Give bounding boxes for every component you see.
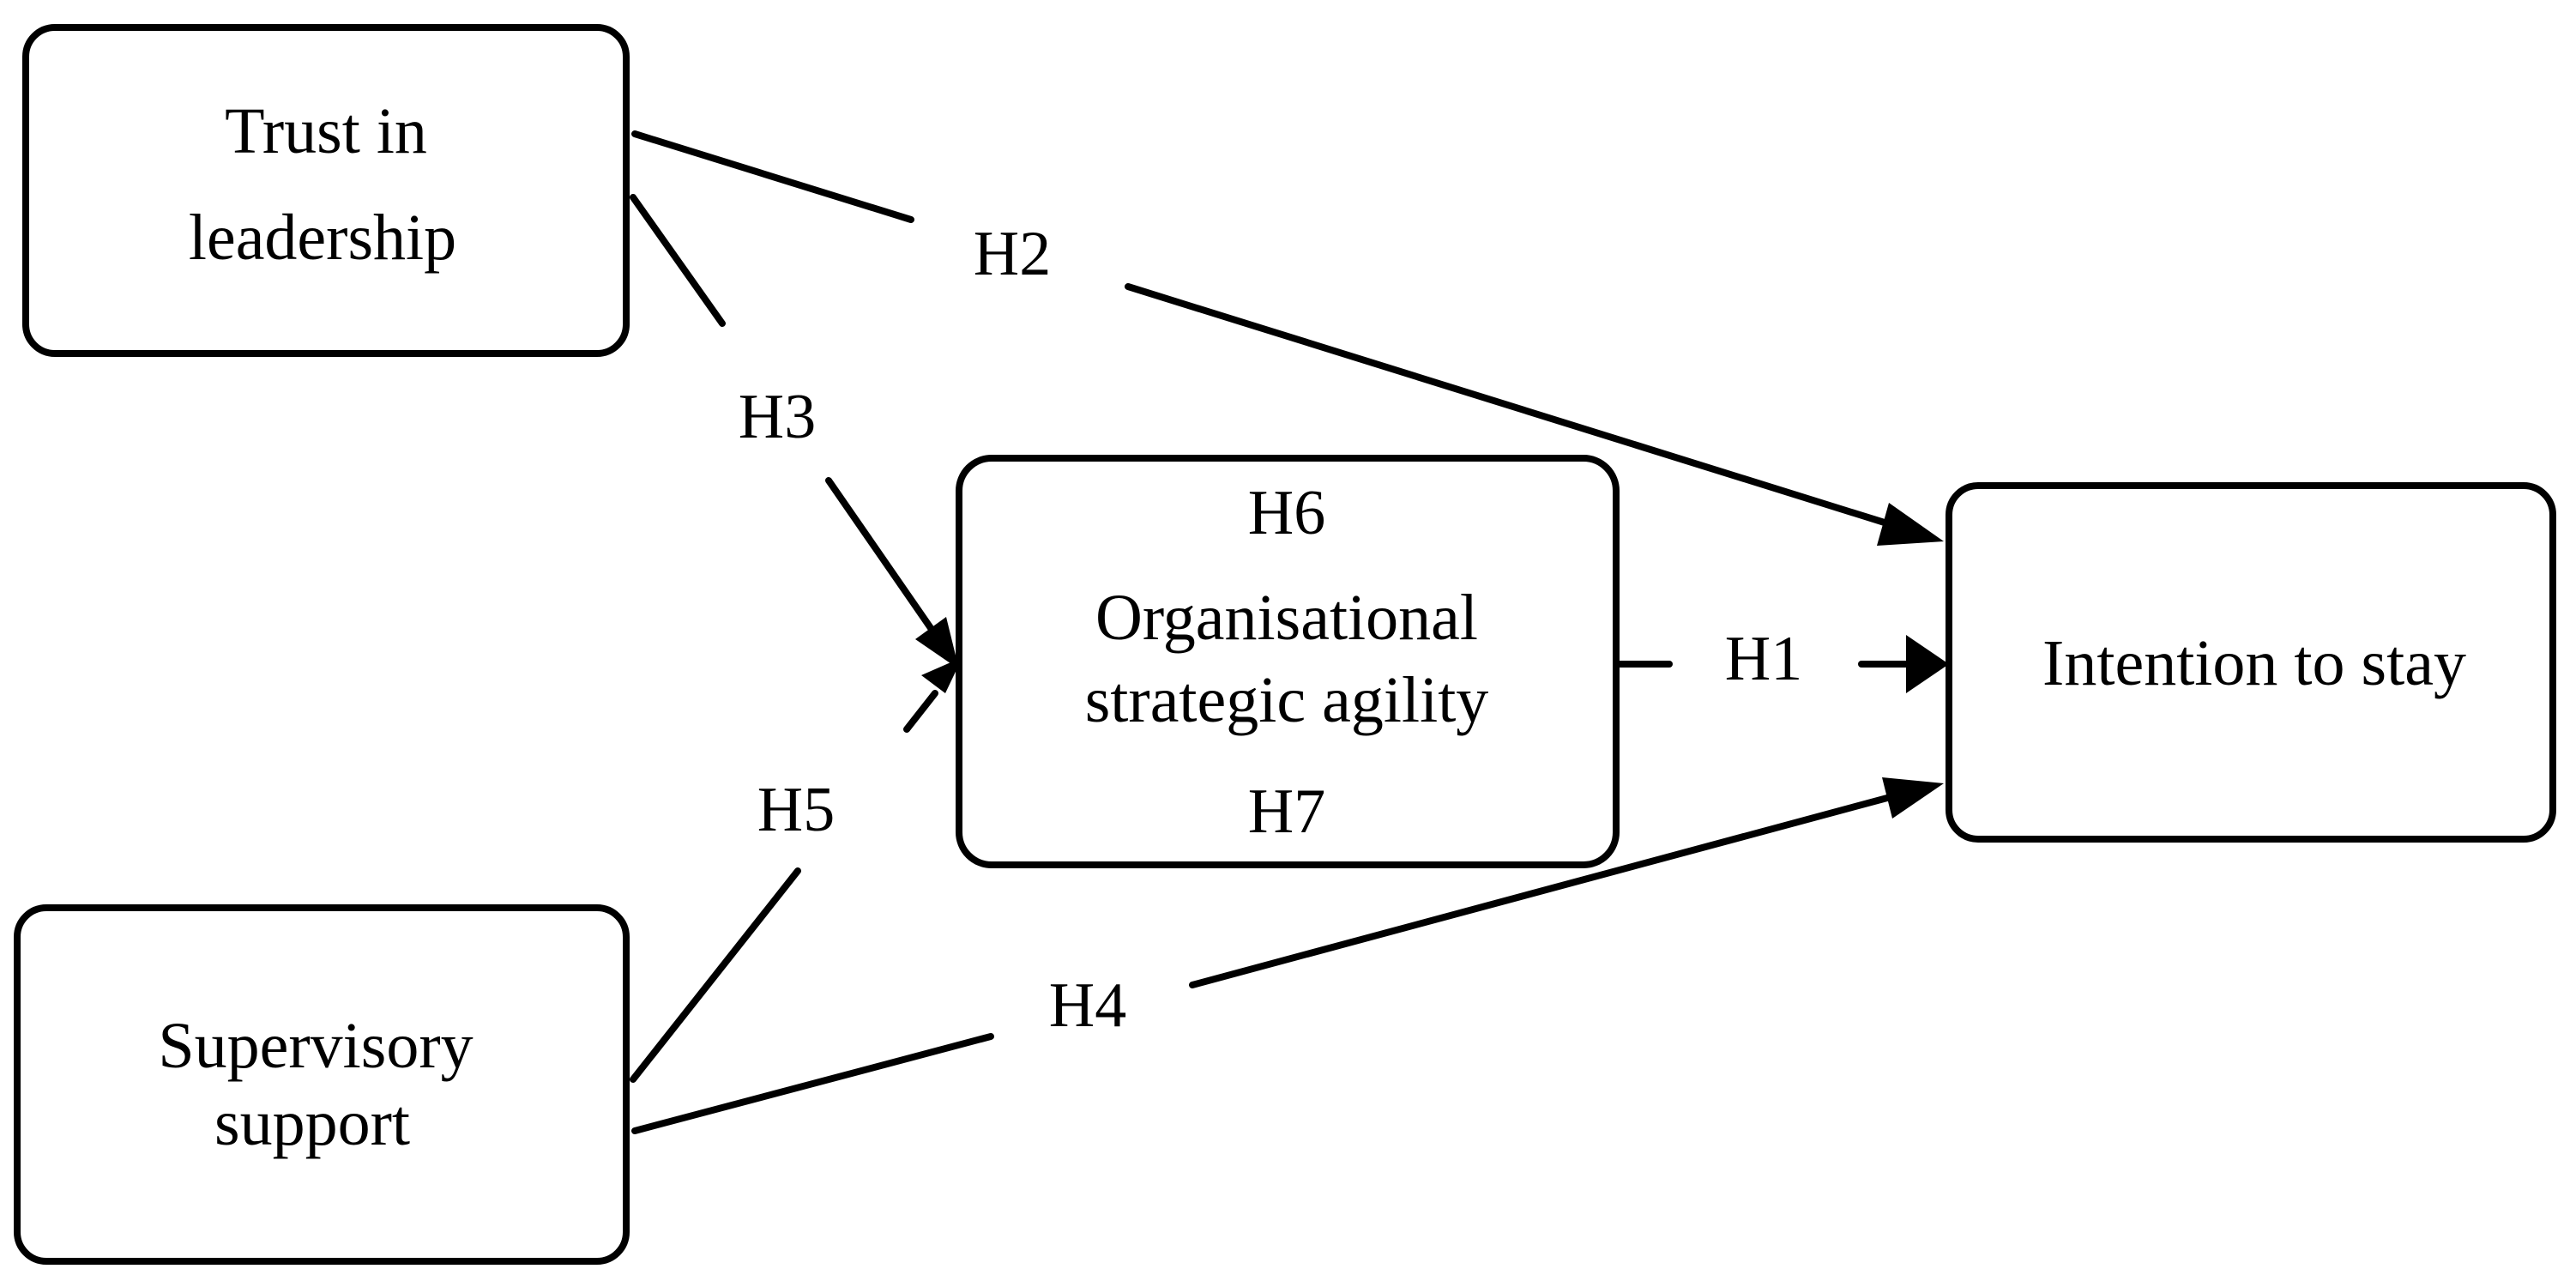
- hypothesis-label-h6: H6: [1248, 478, 1325, 548]
- edge-h3-segment-a: [630, 194, 726, 327]
- node-organisational-strategic-agility-label-line-1: Organisational: [1095, 582, 1478, 654]
- node-supervisory-support: Supervisory support: [14, 904, 630, 1265]
- node-trust-in-leadership: Trust in leadership: [22, 24, 630, 357]
- edge-h2-arrowhead: [1877, 503, 1944, 546]
- hypothesis-label-h3: H3: [739, 382, 816, 452]
- node-organisational-strategic-agility-box: [956, 455, 1620, 868]
- edge-h4-arrowhead: [1882, 777, 1944, 819]
- edge-h1-arrowhead: [1906, 635, 1949, 693]
- edge-h4-segment-a: [631, 1033, 994, 1134]
- hypothesis-label-h7: H7: [1248, 776, 1325, 847]
- node-organisational-strategic-agility: Organisational strategic agility: [956, 455, 1620, 868]
- node-supervisory-support-box: [14, 904, 630, 1265]
- hypothesis-label-h5: H5: [757, 775, 835, 845]
- node-intention-to-stay-label: Intention to stay: [2042, 627, 2466, 699]
- node-trust-in-leadership-label-line-2: leadership: [189, 202, 456, 274]
- edge-h5-arrowhead: [921, 657, 962, 693]
- hypothesis-label-h4: H4: [1049, 970, 1126, 1041]
- edge-h2-segment-b: [1125, 283, 1891, 527]
- node-organisational-strategic-agility-label-line-2: strategic agility: [1085, 664, 1489, 736]
- edge-h2-segment-a: [631, 130, 914, 223]
- node-intention-to-stay: Intention to stay: [1946, 482, 2556, 843]
- hypothesis-label-h1: H1: [1725, 624, 1802, 694]
- hypothesis-label-h2: H2: [974, 219, 1051, 289]
- edge-h4-segment-b: [1189, 795, 1891, 988]
- edge-h5-segment-a: [630, 867, 801, 1083]
- edge-h3-segment-b: [825, 477, 934, 631]
- node-intention-to-stay-box: [1946, 482, 2556, 843]
- edge-h3-arrowhead: [915, 617, 959, 669]
- node-trust-in-leadership-label-line-1: Trust in: [225, 95, 427, 167]
- node-trust-in-leadership-box: [22, 24, 630, 357]
- node-supervisory-support-label-line-1: Supervisory: [158, 1010, 473, 1082]
- node-supervisory-support-label-line-2: support: [214, 1087, 410, 1159]
- edge-h5-segment-b: [903, 690, 938, 733]
